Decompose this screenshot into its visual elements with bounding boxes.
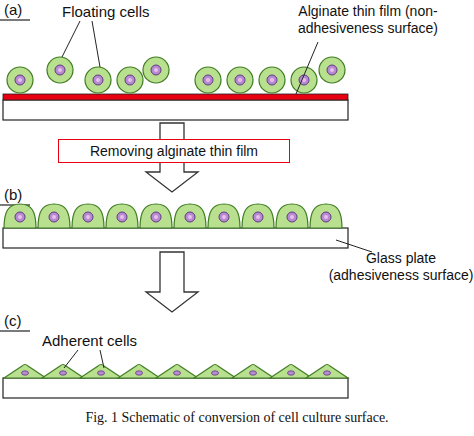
adherent-cell <box>232 365 274 379</box>
floating-cell <box>117 67 143 93</box>
floating-cell <box>47 57 73 83</box>
alginate-film <box>3 94 348 100</box>
glass-plate <box>3 100 348 120</box>
floating-cell <box>143 57 169 83</box>
floating-cell <box>291 67 317 93</box>
adherent-cell <box>4 365 46 379</box>
floating-cell <box>227 67 253 93</box>
panel-label: (a) <box>4 1 22 19</box>
adherent-cell <box>194 365 236 379</box>
settled-cell <box>140 204 172 228</box>
leader-line <box>62 21 80 57</box>
hollow-arrow <box>146 252 198 312</box>
leader-line <box>64 350 78 368</box>
adherent-cell <box>118 365 160 379</box>
figure-caption: Fig. 1 Schematic of conversion of cell c… <box>0 410 474 426</box>
floating-cell <box>85 67 111 93</box>
box-label: Removing alginate thin film <box>90 143 258 159</box>
callout-label: Alginate thin film (non-adhesiveness sur… <box>262 3 474 37</box>
panel-label: (c) <box>4 312 22 330</box>
settled-cell <box>174 204 206 228</box>
floating-cell <box>259 67 285 93</box>
glass-plate <box>3 228 348 248</box>
floating-cell <box>319 57 345 83</box>
callout-label: Adherent cells <box>42 332 137 350</box>
glass-plate <box>3 378 348 398</box>
panel-label: (b) <box>4 186 22 204</box>
panel-underline <box>0 19 30 20</box>
callout-label: Glass plate (adhesiveness surface) <box>326 250 474 284</box>
callout-label: Floating cells <box>62 3 150 21</box>
settled-cell <box>208 204 240 228</box>
adherent-cell <box>42 365 84 379</box>
settled-cell <box>276 204 308 228</box>
leader-line <box>296 42 318 94</box>
leader-line <box>100 350 104 368</box>
adherent-cell <box>306 365 348 379</box>
panel-underline <box>0 330 30 331</box>
floating-cell <box>7 67 33 93</box>
settled-cell <box>38 204 70 228</box>
settled-cell <box>106 204 138 228</box>
settled-cell <box>4 204 36 228</box>
adherent-cell <box>80 365 122 379</box>
adherent-cell <box>270 365 312 379</box>
adherent-cell <box>156 365 198 379</box>
settled-cell <box>242 204 274 228</box>
settled-cell <box>310 204 342 228</box>
leader-line <box>92 21 100 67</box>
process-box: Removing alginate thin film <box>58 139 290 163</box>
settled-cell <box>72 204 104 228</box>
floating-cell <box>195 67 221 93</box>
